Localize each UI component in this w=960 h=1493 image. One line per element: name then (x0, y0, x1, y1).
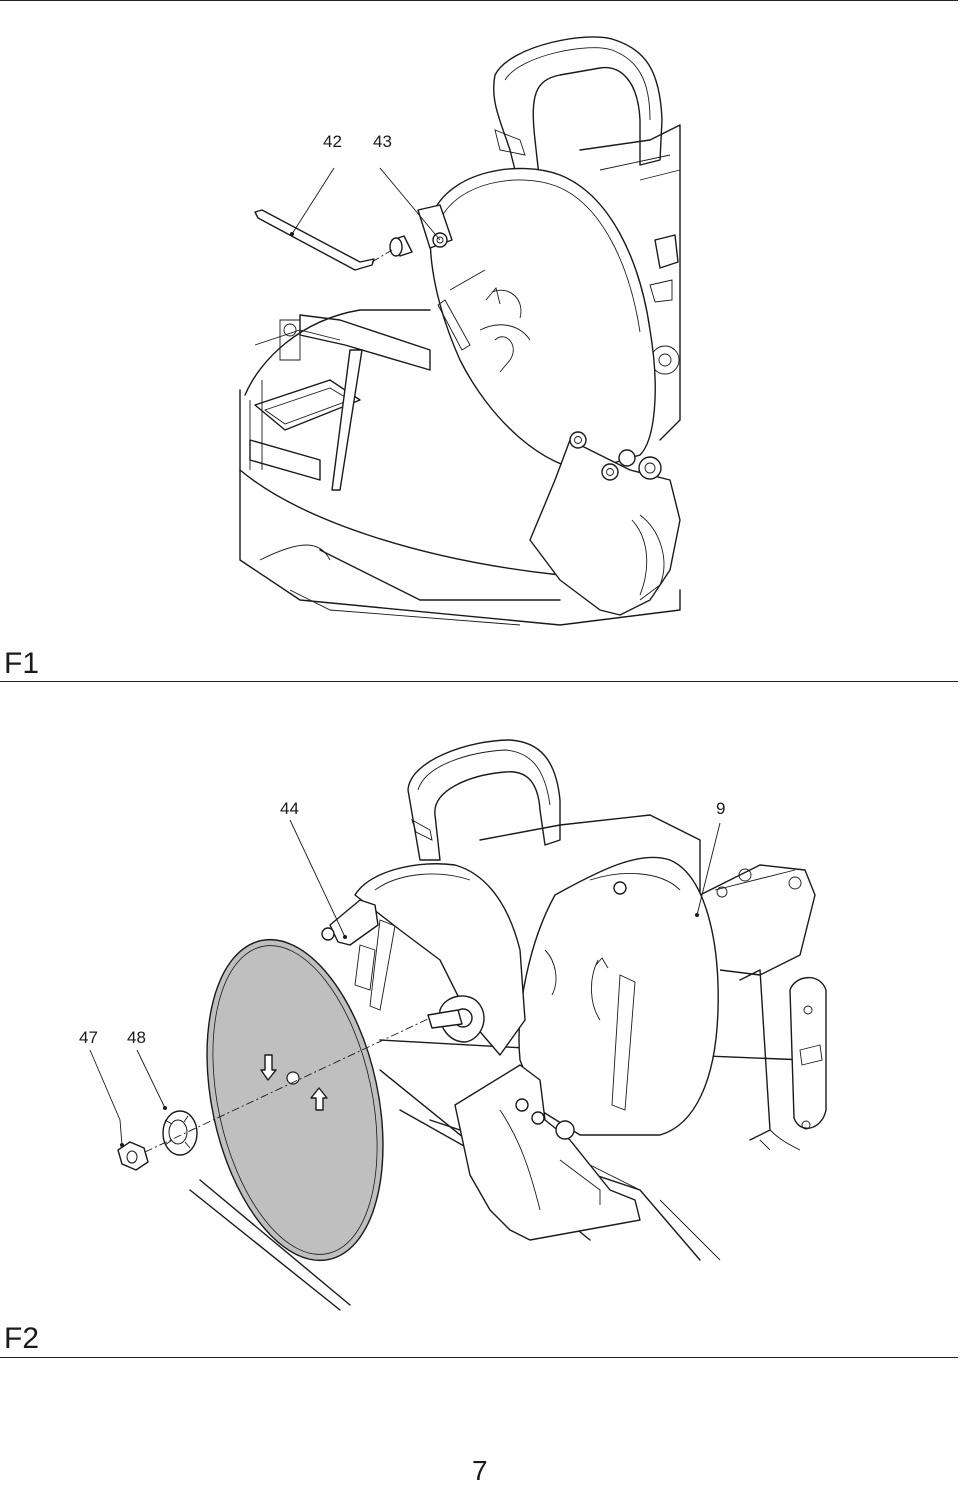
figure2-rule (0, 1357, 958, 1358)
figure1-drawing (0, 0, 960, 640)
figure1-rule (0, 681, 958, 682)
callout-42: 42 (323, 132, 342, 151)
figure-label-f1: F1 (4, 647, 40, 680)
callout-47: 47 (79, 1028, 98, 1047)
figure-label-f2: F2 (4, 1322, 40, 1355)
top-rule (0, 0, 958, 1)
callout-43: 43 (373, 132, 392, 151)
page-number: 7 (472, 1455, 488, 1486)
callout-9: 9 (716, 799, 726, 818)
figure2-drawing (0, 720, 960, 1320)
callout-44: 44 (280, 799, 299, 818)
callout-48: 48 (127, 1028, 146, 1047)
